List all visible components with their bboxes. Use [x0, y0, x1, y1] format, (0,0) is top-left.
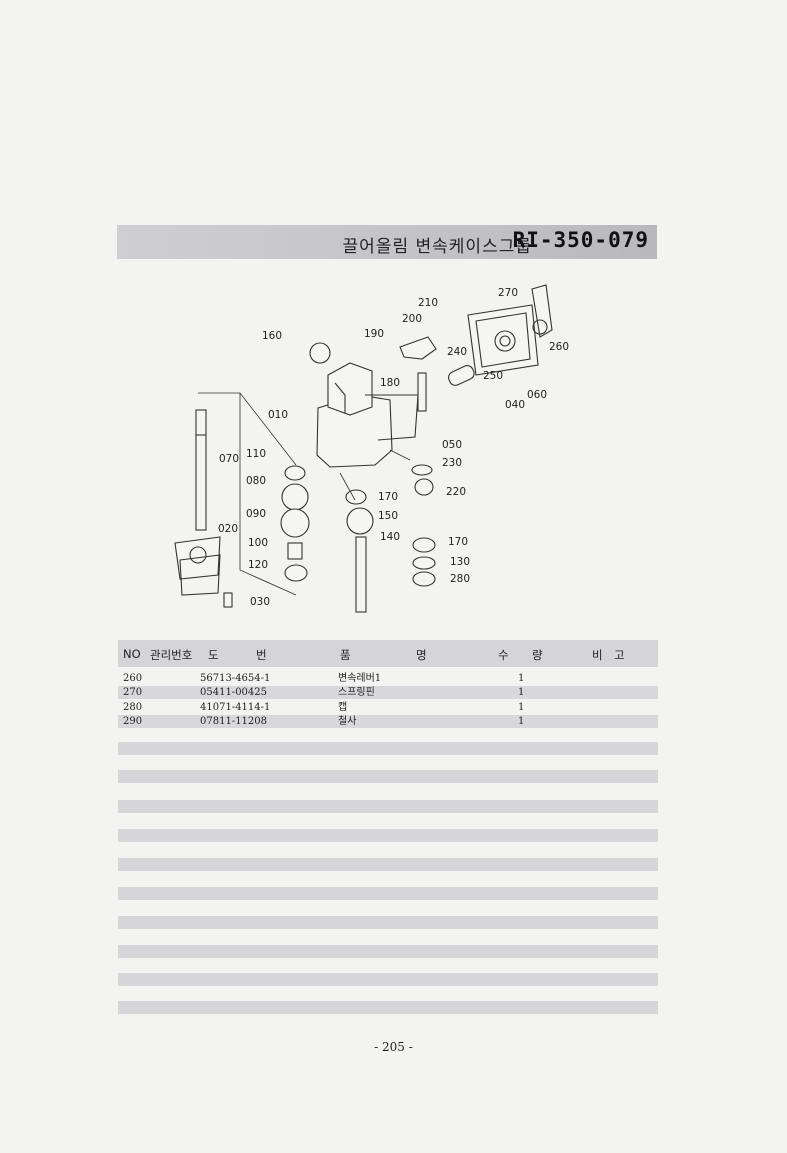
col-qty-1: 수 [498, 648, 509, 662]
empty-row-stripe [118, 945, 658, 958]
row-no: 270 [123, 687, 143, 698]
col-remark-2: 고 [614, 648, 625, 662]
col-drawing-2: 번 [256, 648, 267, 662]
callout-100: 100 [248, 537, 268, 549]
table-row: 270 05411-00425 스프링핀 1 [118, 686, 658, 699]
col-remark-1: 비 [592, 648, 603, 662]
empty-row-stripe [118, 887, 658, 900]
callout-060: 060 [527, 389, 547, 401]
group-code: RI-350-079 [512, 228, 649, 252]
col-no: NO [123, 647, 141, 661]
row-part-name: 철사 [338, 716, 357, 727]
callout-210: 210 [418, 297, 438, 309]
callout-130: 130 [450, 556, 470, 568]
callout-270: 270 [498, 287, 518, 299]
row-part-name: 변속레버1 [338, 673, 382, 684]
row-no: 260 [123, 673, 143, 684]
callout-170b: 170 [448, 536, 468, 548]
col-qty-2: 량 [532, 648, 543, 662]
col-name-1: 품 [340, 648, 351, 662]
callout-080: 080 [246, 475, 266, 487]
callout-160: 160 [262, 330, 282, 342]
table-row: 260 56713-4654-1 변속레버1 1 [118, 672, 658, 685]
col-mgmt-no: 관리번호 [150, 648, 193, 662]
group-title: 끌어올림 변속케이스그룹 [342, 237, 532, 257]
callout-220: 220 [446, 486, 466, 498]
exploded-parts-diagram: 210 200 190 160 240 250 270 260 180 060 … [160, 275, 670, 630]
callout-240: 240 [447, 346, 467, 358]
title-bar: 끌어올림 변속케이스그룹 RI-350-079 [117, 225, 657, 259]
empty-row-stripe [118, 829, 658, 842]
empty-row-stripe [118, 973, 658, 986]
callout-180: 180 [380, 377, 400, 389]
row-part-number: 41071-4114-1 [200, 702, 271, 713]
callout-190: 190 [364, 328, 384, 340]
empty-row-stripe [118, 1001, 658, 1014]
row-no: 290 [123, 716, 143, 727]
diagram-svg: 210 200 190 160 240 250 270 260 180 060 … [174, 284, 569, 613]
callout-010: 010 [268, 409, 288, 421]
empty-row-stripe [118, 742, 658, 755]
table-row: 280 41071-4114-1 캡 1 [118, 701, 658, 714]
callout-200: 200 [402, 313, 422, 325]
callout-050: 050 [442, 439, 462, 451]
callout-280: 280 [450, 573, 470, 585]
callout-140: 140 [380, 531, 400, 543]
row-qty: 1 [518, 687, 525, 698]
row-part-number: 05411-00425 [200, 687, 268, 698]
callout-070: 070 [219, 453, 239, 465]
row-no: 280 [123, 702, 143, 713]
empty-row-stripe [118, 858, 658, 871]
col-name-2: 명 [416, 648, 427, 662]
callout-260: 260 [549, 341, 569, 353]
callout-250: 250 [483, 370, 503, 382]
callout-230: 230 [442, 457, 462, 469]
callout-170a: 170 [378, 491, 398, 503]
callout-040: 040 [505, 399, 525, 411]
callout-120: 120 [248, 559, 268, 571]
col-drawing-1: 도 [208, 648, 219, 662]
callout-150: 150 [378, 510, 398, 522]
row-qty: 1 [518, 702, 525, 713]
row-qty: 1 [518, 716, 525, 727]
callout-090: 090 [246, 508, 266, 520]
empty-row-stripe [118, 916, 658, 929]
row-part-name: 캡 [338, 702, 348, 713]
empty-row-stripe [118, 800, 658, 813]
callout-110: 110 [246, 448, 266, 460]
parts-table-header: NO 관리번호 도 번 품 명 수 량 비 고 [118, 640, 658, 667]
callout-020: 020 [218, 523, 238, 535]
row-qty: 1 [518, 673, 525, 684]
row-part-name: 스프링핀 [338, 687, 375, 698]
row-part-number: 07811-11208 [200, 716, 268, 727]
row-part-number: 56713-4654-1 [200, 673, 271, 684]
table-row: 290 07811-11208 철사 1 [118, 715, 658, 728]
empty-row-stripe [118, 770, 658, 783]
page-number: - 205 - [374, 1040, 413, 1054]
callout-030: 030 [250, 596, 270, 608]
